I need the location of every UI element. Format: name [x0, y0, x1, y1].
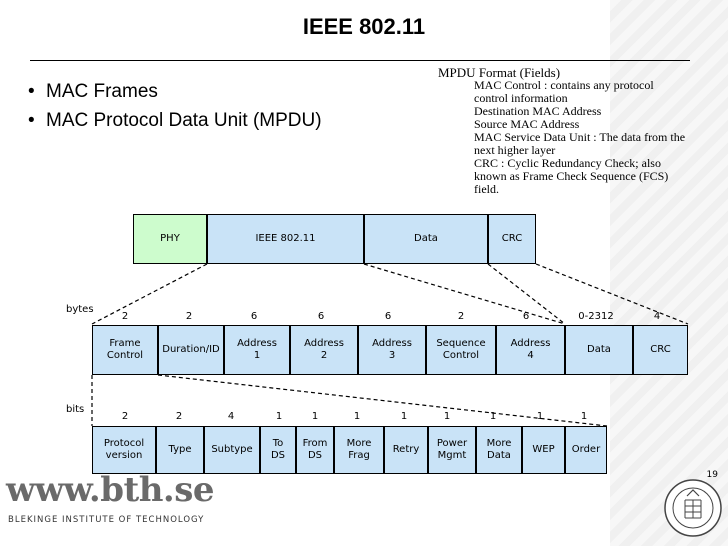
- size-label: 4: [653, 311, 661, 322]
- mpdu-field-item: Source MAC Address: [474, 117, 580, 131]
- bullet-text: MAC Frames: [46, 81, 158, 102]
- bth-logo-text: www.bth.se: [6, 470, 215, 510]
- size-label: 2: [185, 311, 193, 322]
- mpdu-field-item: CRC : Cyclic Redundancy Check; also know…: [474, 156, 669, 196]
- size-label: 6: [384, 311, 392, 322]
- page-number: 19: [706, 470, 718, 480]
- data-field: Data: [565, 325, 633, 375]
- type-field: Type: [156, 426, 204, 474]
- address-3-field: Address 3: [358, 325, 426, 375]
- order-field: Order: [565, 426, 607, 474]
- bytes-label: bytes: [66, 304, 94, 315]
- size-label: 6: [250, 311, 258, 322]
- size-label: 2: [121, 311, 129, 322]
- size-label: 1: [580, 411, 588, 422]
- phy-field: PHY: [133, 214, 207, 264]
- size-label: 2: [175, 411, 183, 422]
- sequence-control-field: Sequence Control: [426, 325, 496, 375]
- mpdu-field-item: Destination MAC Address: [474, 104, 602, 118]
- size-label: 1: [489, 411, 497, 422]
- bullet-mac-frames: •MAC Frames: [28, 81, 158, 102]
- address-1-field: Address 1: [224, 325, 290, 375]
- from-ds-field: From DS: [296, 426, 334, 474]
- retry-field: Retry: [384, 426, 428, 474]
- bullet-mpdu: •MAC Protocol Data Unit (MPDU): [28, 110, 322, 131]
- bullet-text: MAC Protocol Data Unit (MPDU): [46, 110, 322, 131]
- duration-id-field: Duration/ID: [158, 325, 224, 375]
- crc-field: CRC: [633, 325, 688, 375]
- data-field: Data: [364, 214, 488, 264]
- bits-label: bits: [66, 404, 85, 415]
- size-label: 1: [400, 411, 408, 422]
- mpdu-field-item: MAC Service Data Unit : The data from th…: [474, 130, 686, 157]
- size-label: 0-2312: [578, 311, 614, 322]
- mpdu-fields-heading: MPDU Format (Fields): [438, 65, 561, 80]
- slide-title: IEEE 802.11: [302, 14, 426, 39]
- mpdu-field-item: MAC Control : contains any protocol cont…: [474, 78, 654, 105]
- more-frag-field: More Frag: [334, 426, 384, 474]
- size-label: 1: [443, 411, 451, 422]
- size-label: 1: [311, 411, 319, 422]
- size-label: 6: [522, 311, 530, 322]
- subtype-field: Subtype: [204, 426, 260, 474]
- institute-name: BLEKINGE INSTITUTE OF TECHNOLOGY: [8, 515, 205, 525]
- wep-field: WEP: [522, 426, 565, 474]
- size-label: 4: [227, 411, 235, 422]
- title-divider: [30, 60, 690, 61]
- size-label: 6: [317, 311, 325, 322]
- address-2-field: Address 2: [290, 325, 358, 375]
- university-seal-icon: [664, 479, 722, 537]
- to-ds-field: To DS: [260, 426, 296, 474]
- size-label: 2: [457, 311, 465, 322]
- size-label: 2: [121, 411, 129, 422]
- power-mgmt-field: Power Mgmt: [428, 426, 476, 474]
- decorative-background: [610, 0, 728, 546]
- more-data-field: More Data: [476, 426, 522, 474]
- protocol-version-field: Protocol version: [92, 426, 156, 474]
- size-label: 1: [353, 411, 361, 422]
- ieee-header-field: IEEE 802.11: [207, 214, 364, 264]
- size-label: 1: [275, 411, 283, 422]
- crc-field: CRC: [488, 214, 536, 264]
- frame-control-field: Frame Control: [92, 325, 158, 375]
- address-4-field: Address 4: [496, 325, 565, 375]
- size-label: 1: [536, 411, 544, 422]
- mpdu-fields-description: MPDU Format (Fields) MAC Control : conta…: [438, 66, 688, 196]
